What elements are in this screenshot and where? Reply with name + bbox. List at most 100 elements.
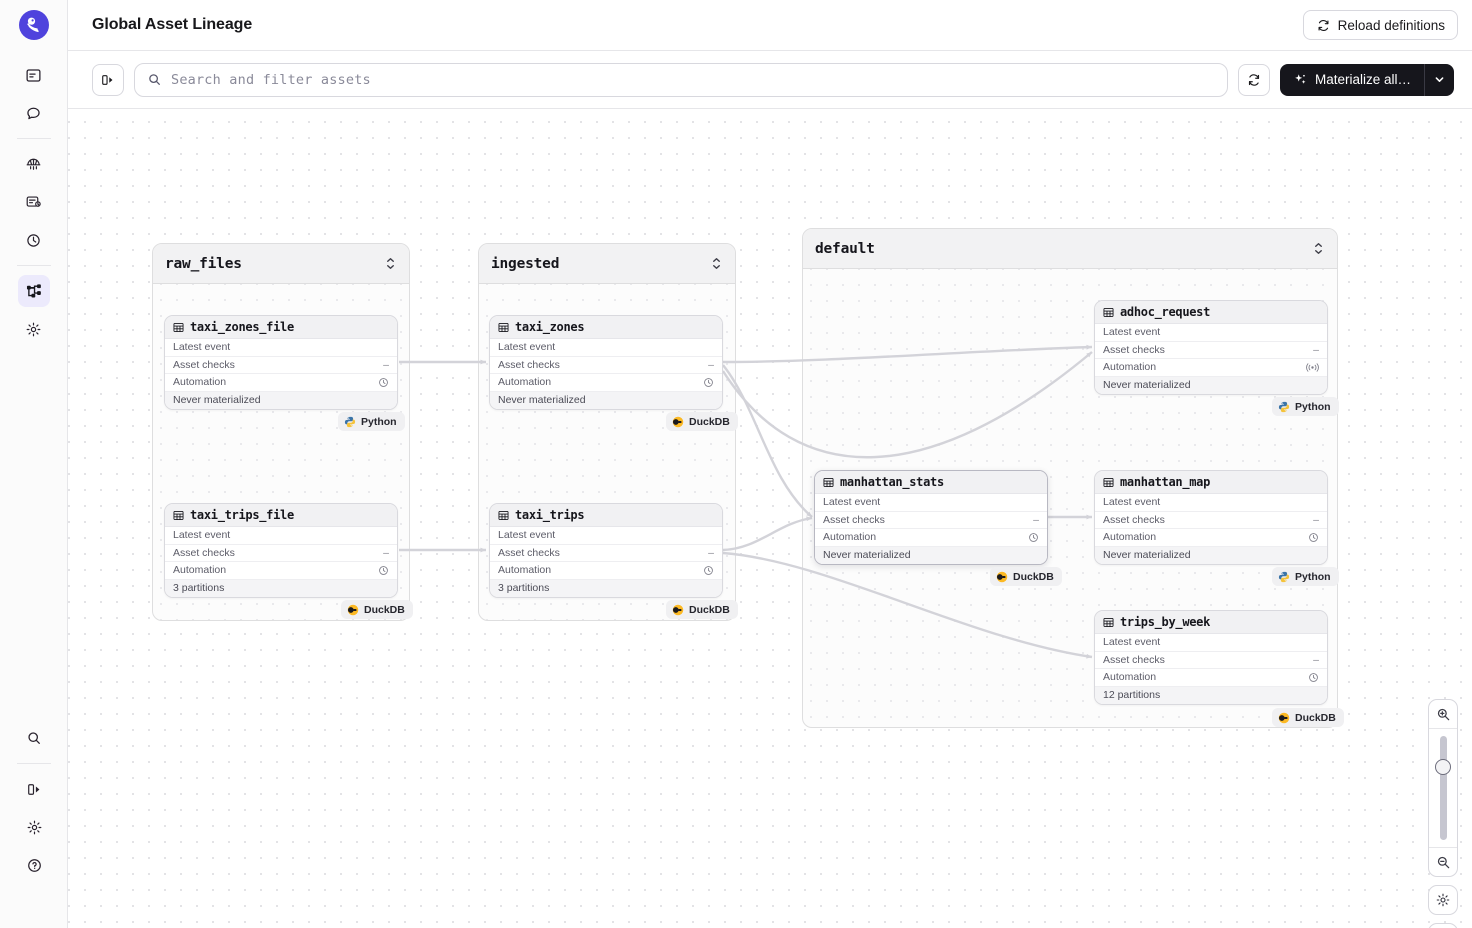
asset-row-latest-event: Latest event xyxy=(165,339,397,357)
rail-divider-2 xyxy=(17,265,51,266)
row-value: – xyxy=(1313,344,1319,356)
reload-definitions-button[interactable]: Reload definitions xyxy=(1303,10,1458,40)
sidebar-item-asset-lineage[interactable] xyxy=(18,275,50,307)
gear-icon xyxy=(1435,892,1451,908)
asset-node-taxi_trips_file[interactable]: taxi_trips_file Latest event Asset check… xyxy=(164,503,398,598)
asset-node-title: taxi_trips xyxy=(515,508,584,522)
materialize-all-button[interactable]: Materialize all… xyxy=(1280,64,1424,96)
asset-badge-duckdb[interactable]: DuckDB xyxy=(666,412,738,431)
duckdb-icon xyxy=(347,604,359,616)
table-icon xyxy=(1103,617,1114,628)
asset-node-trips_by_week[interactable]: trips_by_week Latest event Asset checks … xyxy=(1094,610,1328,705)
row-label: Latest event xyxy=(823,496,880,508)
asset-badge-python[interactable]: Python xyxy=(338,412,405,431)
row-label: Automation xyxy=(498,564,551,576)
asset-row-latest-event: Latest event xyxy=(1095,494,1327,512)
asset-node-header: taxi_zones xyxy=(490,316,722,339)
sidebar-user-settings-button[interactable] xyxy=(18,811,50,843)
overview-icon xyxy=(25,67,42,84)
sidebar-item-deployment[interactable] xyxy=(18,148,50,180)
row-label: Asset checks xyxy=(498,547,560,559)
group-header-ingested[interactable]: ingested xyxy=(479,244,735,284)
sidebar-help-button[interactable] xyxy=(18,849,50,881)
asset-node-title: adhoc_request xyxy=(1120,305,1210,319)
search-input[interactable] xyxy=(171,72,1215,88)
rail-divider-3 xyxy=(17,763,51,764)
clock-icon xyxy=(1028,532,1039,543)
sensor-icon xyxy=(1306,362,1319,373)
sidebar-item-chat[interactable] xyxy=(18,97,50,129)
sidebar-toggle-button[interactable] xyxy=(18,773,50,805)
asset-node-manhattan_stats[interactable]: manhattan_stats Latest event Asset check… xyxy=(814,470,1048,565)
dagster-logo-icon[interactable] xyxy=(19,10,49,40)
sidebar-item-overview[interactable] xyxy=(18,59,50,91)
search-icon xyxy=(26,730,42,746)
asset-row-automation: Automation xyxy=(1095,669,1327,687)
asset-node-adhoc_request[interactable]: adhoc_request Latest event Asset checks … xyxy=(1094,300,1328,395)
panel-toggle-icon xyxy=(100,72,116,88)
badge-label: DuckDB xyxy=(1013,571,1054,583)
chat-bubble-icon xyxy=(25,105,42,122)
row-label: Asset checks xyxy=(498,359,560,371)
row-label: Automation xyxy=(498,376,551,388)
asset-node-taxi_trips[interactable]: taxi_trips Latest event Asset checks – A… xyxy=(489,503,723,598)
row-label: Asset checks xyxy=(1103,654,1165,666)
asset-node-title: taxi_trips_file xyxy=(190,508,294,522)
zoom-in-icon xyxy=(1436,707,1451,722)
asset-row-automation: Automation xyxy=(815,529,1047,547)
asset-badge-duckdb[interactable]: DuckDB xyxy=(1272,708,1344,727)
zoom-out-button[interactable] xyxy=(1428,848,1458,876)
asset-row-automation: Automation xyxy=(165,374,397,392)
search-bar[interactable] xyxy=(134,63,1228,97)
sidebar-item-settings[interactable] xyxy=(18,313,50,345)
clock-icon xyxy=(1308,672,1319,683)
collapse-icon[interactable] xyxy=(1310,241,1326,257)
sidebar-search-button[interactable] xyxy=(18,722,50,754)
asset-row-latest-event: Latest event xyxy=(1095,324,1327,342)
asset-badge-duckdb[interactable]: DuckDB xyxy=(341,600,413,619)
badge-label: DuckDB xyxy=(689,416,730,428)
asset-node-taxi_zones_file[interactable]: taxi_zones_file Latest event Asset check… xyxy=(164,315,398,410)
rail-bottom-group xyxy=(0,719,68,884)
asset-badge-python[interactable]: Python xyxy=(1272,397,1339,416)
group-title: default xyxy=(815,241,875,257)
gear-icon xyxy=(26,819,43,836)
clock-icon xyxy=(378,565,389,576)
row-label: Latest event xyxy=(498,529,555,541)
clock-icon xyxy=(25,232,42,249)
row-value: – xyxy=(1313,514,1319,526)
row-value: – xyxy=(1033,514,1039,526)
zoom-in-button[interactable] xyxy=(1428,700,1458,728)
group-header-default[interactable]: default xyxy=(803,229,1337,269)
python-icon xyxy=(1278,401,1290,413)
graph-settings-button[interactable] xyxy=(1428,885,1458,915)
group-header-raw_files[interactable]: raw_files xyxy=(153,244,409,284)
sparkle-icon xyxy=(1293,72,1308,87)
asset-row-automation: Automation xyxy=(490,374,722,392)
table-icon xyxy=(1103,477,1114,488)
asset-node-title: manhattan_stats xyxy=(840,475,944,489)
materialize-dropdown-button[interactable] xyxy=(1424,64,1454,96)
row-label: Automation xyxy=(1103,361,1156,373)
sidebar-item-runs[interactable] xyxy=(18,186,50,218)
asset-badge-python[interactable]: Python xyxy=(1272,567,1339,586)
clock-icon xyxy=(378,377,389,388)
collapse-icon[interactable] xyxy=(382,256,398,272)
asset-row-automation: Automation xyxy=(490,562,722,580)
row-label: Latest event xyxy=(1103,636,1160,648)
zoom-slider[interactable] xyxy=(1428,728,1458,848)
zoom-slider-knob[interactable] xyxy=(1435,759,1451,775)
group-title: ingested xyxy=(491,256,559,272)
asset-node-manhattan_map[interactable]: manhattan_map Latest event Asset checks … xyxy=(1094,470,1328,565)
asset-badge-duckdb[interactable]: DuckDB xyxy=(666,600,738,619)
lineage-canvas[interactable]: raw_files ingested xyxy=(68,109,1472,928)
asset-node-title: trips_by_week xyxy=(1120,615,1210,629)
asset-badge-duckdb[interactable]: DuckDB xyxy=(990,567,1062,586)
toggle-panel-button[interactable] xyxy=(92,64,124,96)
row-label: Asset checks xyxy=(1103,344,1165,356)
layout-options-button[interactable] xyxy=(1428,923,1458,928)
asset-node-taxi_zones[interactable]: taxi_zones Latest event Asset checks – A… xyxy=(489,315,723,410)
refresh-button[interactable] xyxy=(1238,64,1270,96)
collapse-icon[interactable] xyxy=(708,256,724,272)
sidebar-item-timeline[interactable] xyxy=(18,224,50,256)
